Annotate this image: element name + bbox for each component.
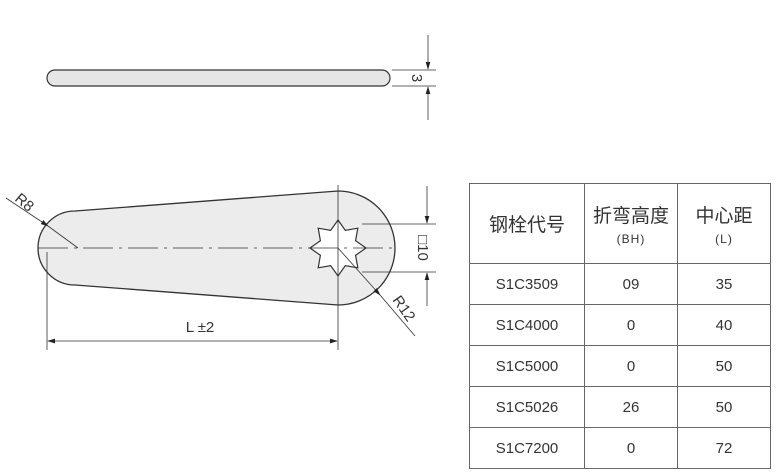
- header-cell: 中心距 (L): [677, 183, 771, 264]
- code-cell: S1C3509: [469, 263, 585, 305]
- length-dimension: L ±2: [186, 319, 215, 336]
- top-view: R8 R12 □10 L ±2: [5, 185, 436, 350]
- l-cell: 50: [677, 345, 771, 387]
- small-radius-label: R8: [11, 190, 37, 215]
- side-view: 3: [46, 35, 436, 120]
- l-cell: 35: [677, 263, 771, 305]
- header-title: 中心距: [695, 206, 753, 227]
- l-cell: 50: [677, 386, 771, 428]
- bh-cell: 26: [584, 386, 678, 428]
- header-cell: 钢栓代号: [469, 183, 585, 264]
- bh-cell: 0: [584, 427, 678, 469]
- bh-cell: 09: [584, 263, 678, 305]
- header-title: 钢栓代号: [488, 215, 565, 236]
- header-subtitle: (L): [715, 232, 733, 246]
- table-header-row: 钢栓代号 折弯高度 (BH) 中心距 (L): [469, 183, 771, 264]
- code-cell: S1C7200: [469, 427, 585, 469]
- header-cell: 折弯高度 (BH): [584, 183, 678, 264]
- code-cell: S1C5026: [469, 386, 585, 428]
- code-cell: S1C4000: [469, 304, 585, 346]
- technical-drawing: 3 R8 R12 □10 L ±2: [5, 35, 436, 350]
- code-cell: S1C5000: [469, 345, 585, 387]
- l-cell: 72: [677, 427, 771, 469]
- header-subtitle: (BH): [616, 232, 646, 246]
- square-dimension: □10: [414, 235, 431, 261]
- bh-cell: 0: [584, 345, 678, 387]
- bh-cell: 0: [584, 304, 678, 346]
- header-title: 折弯高度: [592, 206, 669, 227]
- large-radius-label: R12: [389, 293, 419, 325]
- thickness-dimension: 3: [408, 74, 425, 82]
- l-cell: 40: [677, 304, 771, 346]
